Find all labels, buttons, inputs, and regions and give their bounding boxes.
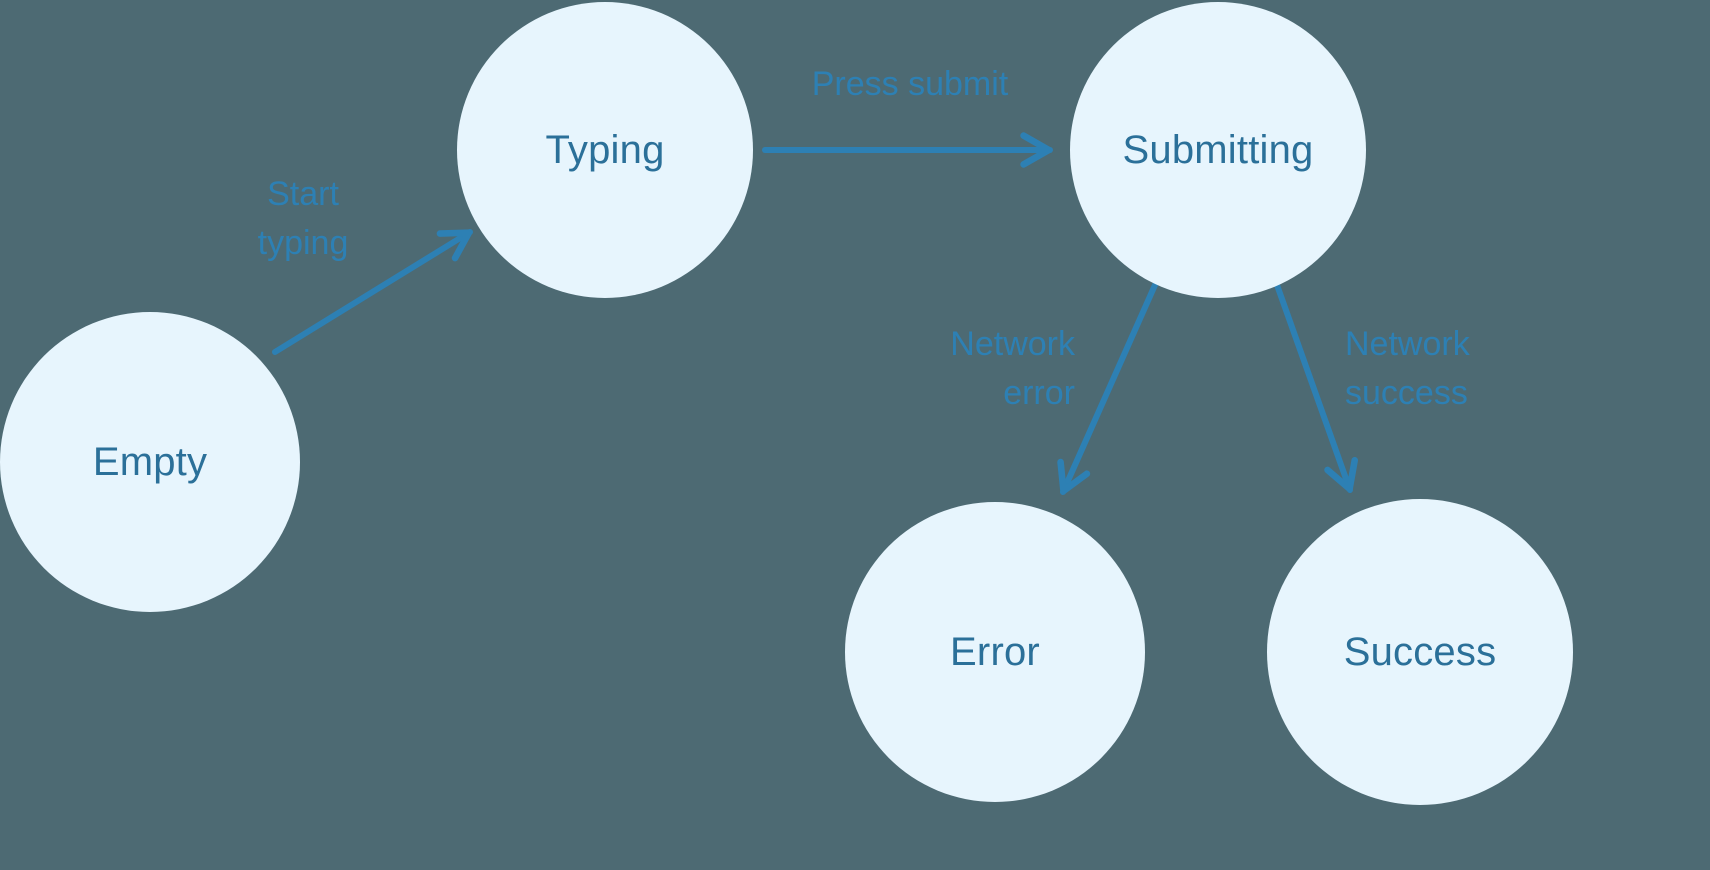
edge-label-submitting-to-error: Network error xyxy=(950,325,1075,413)
state-label-submitting: Submitting xyxy=(1122,128,1314,172)
state-label-success: Success xyxy=(1343,630,1497,674)
state-label-empty: Empty xyxy=(92,440,208,484)
edge-label-typing-to-submitting: Press submit xyxy=(811,65,1009,103)
edge-submitting-to-success xyxy=(1274,282,1359,493)
edge-label-submitting-to-success: Network success xyxy=(1345,325,1470,413)
edge-paths xyxy=(272,132,1359,495)
edge-label-empty-to-typing: Start typing xyxy=(257,175,349,263)
state-node-typing[interactable]: Typing xyxy=(457,2,753,298)
edge-submitting-to-error xyxy=(1057,282,1158,495)
state-label-typing: Typing xyxy=(545,128,665,172)
edge-empty-to-typing xyxy=(272,229,473,355)
state-node-error[interactable]: Error xyxy=(845,502,1145,802)
state-node-success[interactable]: Success xyxy=(1267,499,1573,805)
state-node-submitting[interactable]: Submitting xyxy=(1070,2,1366,298)
state-node-empty[interactable]: Empty xyxy=(0,312,300,612)
state-label-error: Error xyxy=(950,630,1040,674)
